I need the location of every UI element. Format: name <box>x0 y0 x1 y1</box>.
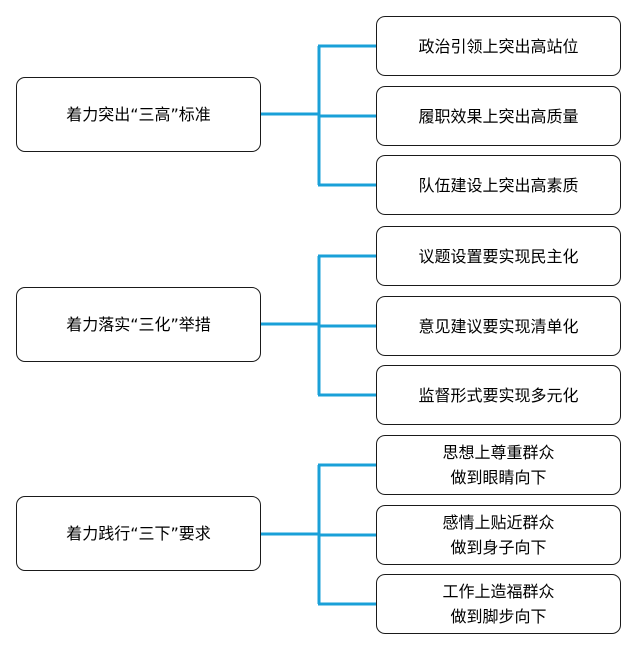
item-label: 政治引领上突出高站位 <box>418 36 579 56</box>
group-box-san-xia: 着力践行“三下”要求 <box>16 496 261 571</box>
item-box: 队伍建设上突出高素质 <box>376 155 621 215</box>
item-box: 履职效果上突出高质量 <box>376 86 621 146</box>
item-box: 意见建议要实现清单化 <box>376 296 621 356</box>
item-label: 履职效果上突出高质量 <box>418 106 579 126</box>
group-label: 着力突出“三高”标准 <box>66 105 211 124</box>
group-label: 着力践行“三下”要求 <box>66 524 211 543</box>
item-label-line-1: 思想上尊重群众 <box>442 443 555 462</box>
item-box: 感情上贴近群众 做到身子向下 <box>376 505 621 565</box>
item-label: 议题设置要实现民主化 <box>418 246 579 266</box>
item-box: 政治引领上突出高站位 <box>376 16 621 76</box>
item-label-line-2: 做到身子向下 <box>450 538 547 557</box>
item-box: 思想上尊重群众 做到眼睛向下 <box>376 435 621 495</box>
group-box-san-hua: 着力落实“三化”举措 <box>16 287 261 362</box>
item-label-line-1: 感情上贴近群众 <box>442 513 555 532</box>
group-label: 着力落实“三化”举措 <box>66 315 211 334</box>
group-box-san-gao: 着力突出“三高”标准 <box>16 77 261 152</box>
item-box: 监督形式要实现多元化 <box>376 365 621 425</box>
item-label-line-2: 做到眼睛向下 <box>450 468 547 487</box>
item-label: 队伍建设上突出高素质 <box>418 175 579 195</box>
item-label: 意见建议要实现清单化 <box>418 316 579 336</box>
item-label-line-2: 做到脚步向下 <box>450 607 547 626</box>
item-label-line-1: 工作上造福群众 <box>442 582 555 601</box>
item-label: 监督形式要实现多元化 <box>418 385 579 405</box>
item-box: 工作上造福群众 做到脚步向下 <box>376 574 621 634</box>
item-box: 议题设置要实现民主化 <box>376 226 621 286</box>
